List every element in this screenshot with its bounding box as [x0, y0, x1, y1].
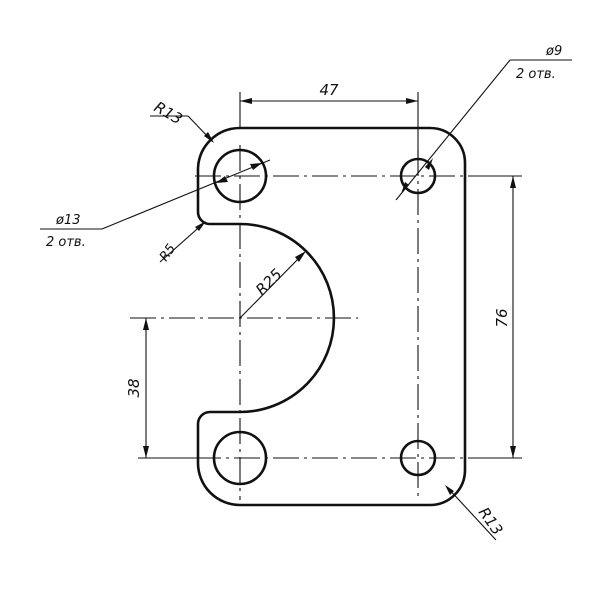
leader-r25 — [239, 252, 305, 319]
arrowhead — [143, 446, 149, 458]
hole-small-diameter-label: ø9 — [545, 44, 562, 59]
arrowhead — [401, 182, 409, 194]
leader-r13-bottom — [446, 486, 497, 541]
hole-small-count-label: 2 отв. — [516, 67, 556, 82]
arrowhead — [204, 132, 214, 143]
dim-width-label: 47 — [319, 81, 339, 99]
hole-large-count-label: 2 отв. — [46, 235, 86, 250]
radius-corner-top-label: R13 — [151, 98, 186, 128]
part-outline — [196, 126, 467, 507]
arrowhead — [510, 446, 516, 458]
dim-offset-label: 38 — [125, 378, 143, 397]
dim-height-label: 76 — [493, 308, 511, 327]
arrowhead — [445, 485, 454, 495]
radius-corner-bottom-label: R13 — [475, 504, 507, 539]
hole-large-diameter-label: ø13 — [55, 213, 81, 228]
arrowhead — [240, 98, 252, 104]
arrowhead — [425, 158, 433, 170]
radius-fillet-label: R5 — [157, 242, 179, 265]
leader-dia13 — [101, 159, 271, 230]
leader-dia9 — [395, 59, 511, 201]
arrowhead — [216, 176, 228, 183]
arrowhead — [510, 176, 516, 188]
arrowhead — [195, 221, 206, 231]
radius-slot-label: R25 — [252, 265, 286, 299]
arrowhead — [143, 318, 149, 330]
arrowhead — [295, 251, 306, 262]
arrowhead — [250, 163, 262, 170]
arrowhead — [406, 98, 418, 104]
